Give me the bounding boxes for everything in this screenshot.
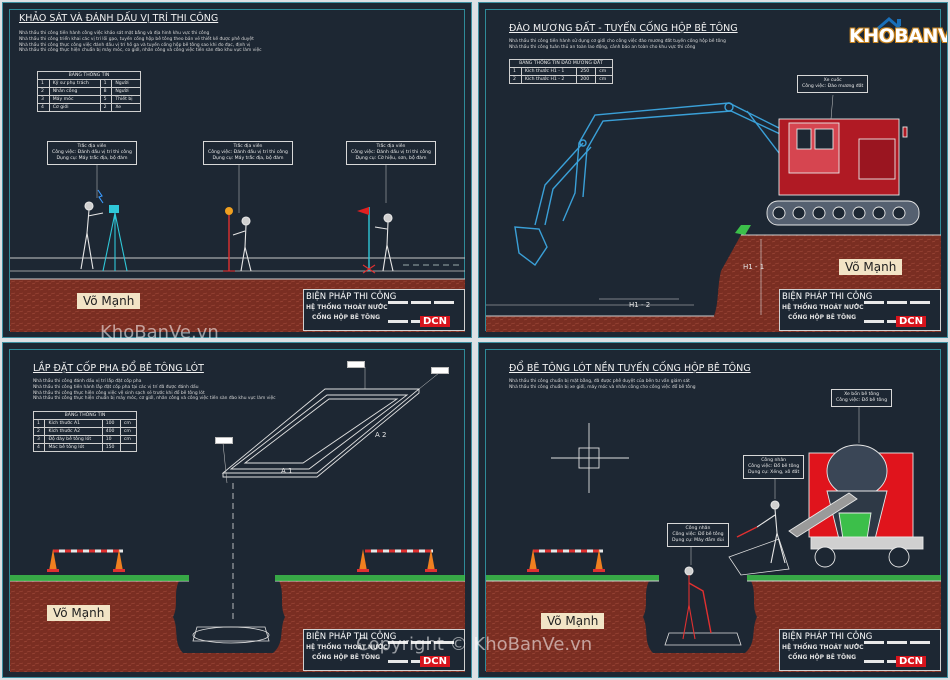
panel-survey: KHẢO SÁT VÀ ĐÁNH DẤU VỊ TRÍ THI CÔNG Nhà… bbox=[2, 2, 472, 338]
title-block-line1: BIỆN PHÁP THI CÔNG bbox=[782, 292, 873, 302]
panel-formwork: LẮP ĐẶT CỐP PHA ĐỔ BÊ TÔNG LÓT Nhà thầu … bbox=[2, 342, 472, 678]
author-label: Võ Mạnh bbox=[47, 605, 111, 621]
label-tag bbox=[215, 437, 233, 444]
excavator-body bbox=[766, 118, 920, 226]
surveyor-figure bbox=[357, 207, 394, 274]
title-block-line1: BIỆN PHÁP THI CÔNG bbox=[782, 632, 873, 642]
title-block-line3: CỐNG HỘP BÊ TÔNG bbox=[312, 654, 381, 661]
khobanve-logo: KHOBANVE bbox=[835, 9, 947, 53]
excavator-arm bbox=[514, 102, 796, 267]
note-line: Nhà thầu thi công tiến hành lắp đặt cốp … bbox=[33, 384, 199, 390]
note-line: Nhà thầu thi công triển khai các vị trí … bbox=[19, 36, 254, 42]
title-block-line2: HỆ THỐNG THOÁT NƯỚC bbox=[306, 304, 388, 311]
traffic-barrier bbox=[357, 549, 437, 572]
label-tag bbox=[431, 367, 449, 374]
panel-concrete-pour: ĐỔ BÊ TÔNG LÓT NỀN TUYẾN CỐNG HỘP BÊ TÔN… bbox=[478, 342, 948, 678]
title-block-line1: BIỆN PHÁP THI CÔNG bbox=[306, 632, 397, 642]
author-label: Võ Mạnh bbox=[541, 613, 605, 629]
panel-excavation: ĐÀO MƯƠNG ĐẤT - TUYẾN CỐNG HỘP BÊ TÔNG N… bbox=[478, 2, 948, 338]
note-line: Nhà thầu thi công tiến hành sử dụng cơ g… bbox=[509, 39, 726, 44]
formwork-scene bbox=[10, 367, 465, 672]
dimension-label: A 1 bbox=[281, 467, 293, 475]
title-block-line1: BIỆN PHÁP THI CÔNG bbox=[306, 292, 397, 302]
dcn-logo: DCN bbox=[895, 316, 926, 327]
panel-notes: Nhà thầu thi công tiến hành công việc kh… bbox=[19, 31, 262, 54]
dcn-logo: DCN bbox=[895, 656, 926, 667]
panel-notes: Nhà thầu thi công chuẩn bị mặt bằng, đã … bbox=[509, 379, 696, 391]
mixer-truck bbox=[788, 444, 924, 568]
title-block-line3: CỐNG HỘP BÊ TÔNG bbox=[788, 314, 857, 321]
crosshair-marker bbox=[551, 423, 629, 493]
title-block-line2: HỆ THỐNG THOÁT NƯỚC bbox=[782, 304, 864, 311]
note-line: Nhà thầu thi công chuẩn bị xe giới, máy … bbox=[509, 384, 696, 390]
author-label: Võ Mạnh bbox=[77, 293, 141, 309]
surveyor-figure bbox=[80, 189, 128, 272]
author-label: Võ Mạnh bbox=[839, 259, 903, 275]
formwork-frame bbox=[221, 388, 421, 478]
note-line: Nhà thầu thi công thực hiện chuẩn bị máy… bbox=[33, 396, 276, 402]
title-block-line3: CỐNG HỘP BÊ TÔNG bbox=[312, 314, 381, 321]
panel-title: LẮP ĐẶT CỐP PHA ĐỔ BÊ TÔNG LÓT bbox=[33, 363, 204, 374]
panel-notes: Nhà thầu thi công đánh dấu vị trí lắp đặ… bbox=[33, 379, 276, 402]
dimension-label: A 2 bbox=[375, 431, 387, 439]
note-line: Nhà thầu thi công thực hiện công việc vệ… bbox=[33, 390, 205, 396]
title-block: BIỆN PHÁP THI CÔNG HỆ THỐNG THOÁT NƯỚC C… bbox=[779, 289, 941, 331]
label-tag bbox=[347, 361, 365, 368]
dcn-logo: DCN bbox=[419, 656, 450, 667]
panel-title: KHẢO SÁT VÀ ĐÁNH DẤU VỊ TRÍ THI CÔNG bbox=[19, 13, 219, 24]
dcn-logo: DCN bbox=[419, 316, 450, 327]
panel-notes: Nhà thầu thi công tiến hành sử dụng cơ g… bbox=[509, 39, 726, 51]
panel-title: ĐỔ BÊ TÔNG LÓT NỀN TUYẾN CỐNG HỘP BÊ TÔN… bbox=[509, 363, 751, 374]
note-line: Nhà thầu thi công tiến hành công việc kh… bbox=[19, 31, 210, 36]
traffic-barrier bbox=[527, 549, 605, 572]
watermark-center: KhoBanVe.vn bbox=[100, 322, 219, 343]
surveyor-figure bbox=[223, 207, 252, 272]
worker-figure bbox=[682, 566, 712, 640]
title-block-line3: CỐNG HỘP BÊ TÔNG bbox=[788, 654, 857, 661]
title-block-line2: HỆ THỐNG THOÁT NƯỚC bbox=[782, 644, 864, 651]
note-line: Nhà thầu thi công chuẩn bị mặt bằng, đã … bbox=[509, 379, 690, 384]
title-block: BIỆN PHÁP THI CÔNG HỆ THỐNG THOÁT NƯỚC C… bbox=[779, 629, 941, 671]
note-line: Nhà thầu thi công thực công việc đánh dấ… bbox=[19, 42, 251, 48]
title-block-line2: HỆ THỐNG THOÁT NƯỚC bbox=[306, 644, 388, 651]
traffic-barrier bbox=[47, 549, 125, 572]
title-block: BIỆN PHÁP THI CÔNG HỆ THỐNG THOÁT NƯỚC C… bbox=[303, 289, 465, 331]
panel-title: ĐÀO MƯƠNG ĐẤT - TUYẾN CỐNG HỘP BÊ TÔNG bbox=[509, 23, 738, 34]
khobanve-logo-text: KHOBANVE bbox=[849, 25, 947, 47]
worker-figure bbox=[736, 500, 786, 564]
excavation-scene bbox=[486, 94, 941, 332]
dimension-label: H1 - 1 bbox=[743, 263, 765, 271]
note-line: Nhà thầu thi công thực hiện chuẩn bị máy… bbox=[19, 48, 262, 54]
note-line: Nhà thầu thi công đánh dấu vị trí lắp đặ… bbox=[33, 379, 142, 384]
title-block: BIỆN PHÁP THI CÔNG HỆ THỐNG THOÁT NƯỚC C… bbox=[303, 629, 465, 671]
survey-scene bbox=[10, 163, 465, 332]
watermark-bottom: Copyright © KhoBanVe.vn bbox=[356, 634, 593, 655]
dimension-label: H1 - 2 bbox=[629, 301, 651, 309]
note-line: Nhà thầu thi công tuân thủ an toàn lao đ… bbox=[509, 44, 696, 50]
